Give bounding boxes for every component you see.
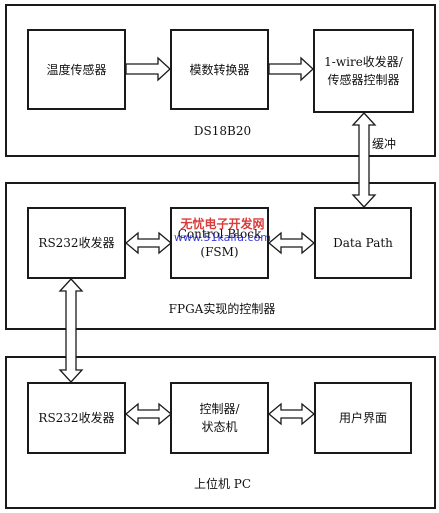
controller-fsm-block: 控制器/ 状态机 xyxy=(170,382,269,454)
ds18b20-group xyxy=(5,4,436,157)
watermark-cn-text: 无忧电子开发网 xyxy=(180,217,265,231)
pc-group xyxy=(5,356,436,509)
watermark-url-text: www.51kaifa.com xyxy=(173,231,272,244)
watermark: 无忧电子开发网 www.51kaifa.com xyxy=(170,217,275,245)
data-path-block: Data Path xyxy=(314,207,412,279)
fpga-controller-group xyxy=(5,182,436,330)
rs232-pc-block: RS232收发器 xyxy=(27,382,126,454)
pc-label: 上位机 PC xyxy=(193,477,252,491)
rs232-fpga-block: RS232收发器 xyxy=(27,207,126,279)
adc-block: 模数转换器 xyxy=(170,29,269,110)
control-block-fsm: Control Block (FSM) xyxy=(170,207,269,279)
buffer-label: 缓冲 xyxy=(372,137,397,151)
user-interface-block: 用户界面 xyxy=(314,382,412,454)
ds18b20-label: DS18B20 xyxy=(193,124,252,138)
temperature-sensor-block: 温度传感器 xyxy=(27,29,126,110)
onewire-transceiver-block: 1-wire收发器/ 传感器控制器 xyxy=(313,29,414,113)
fpga-controller-label: FPGA实现的控制器 xyxy=(168,302,276,316)
